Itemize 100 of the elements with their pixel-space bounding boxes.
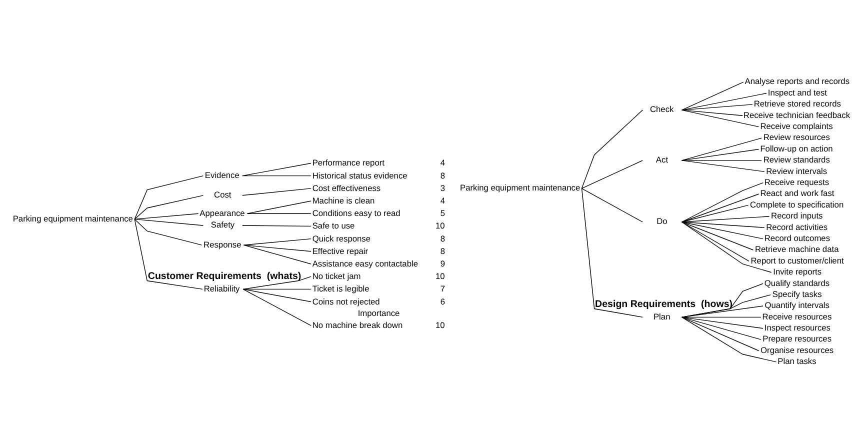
connector: [680, 148, 759, 161]
node-text: Invite reports: [772, 266, 822, 277]
node-text: Safety: [210, 220, 234, 230]
connector: [580, 160, 642, 189]
node-text: Performance report: [312, 158, 384, 168]
node-text: Retrieve stored records: [753, 98, 840, 109]
node-label: 8: [440, 233, 445, 244]
node-text: Plan tasks: [777, 356, 816, 366]
connector: [680, 294, 771, 318]
connector: [680, 222, 772, 273]
connector: [242, 188, 311, 196]
node-label: 4: [440, 196, 445, 206]
connector: [246, 200, 311, 214]
node-text: Do: [656, 216, 667, 226]
connector: [680, 316, 763, 329]
node-label: 7: [440, 284, 445, 294]
node-text: Prepare resources: [762, 334, 832, 344]
node-label: 6: [440, 296, 445, 306]
connector: [242, 225, 311, 227]
connector: [134, 218, 202, 246]
label: Customer Requirements (whats): [147, 271, 301, 282]
node-text: Conditions easy to read: [312, 208, 400, 218]
node-text: Review resources: [762, 132, 830, 142]
node-text: No machine break down: [312, 320, 402, 330]
connector: [680, 222, 764, 228]
connector: [680, 222, 754, 250]
connector: [680, 316, 759, 352]
node-text: Report to customer/client: [750, 255, 844, 266]
node-text: Evidence: [204, 170, 239, 180]
node-text: Review intervals: [766, 166, 827, 176]
node-text: Complete to specification: [750, 199, 844, 210]
connector: [242, 162, 311, 176]
node-text: Parking equipment maintenance: [459, 182, 580, 193]
connector: [134, 218, 204, 226]
node-text: Retrieve machine data: [754, 244, 838, 254]
node-label: 10: [435, 271, 444, 282]
node-text: Follow-up on action: [760, 143, 832, 154]
connector: [242, 288, 311, 290]
node-text: Receive technician feedback: [742, 110, 850, 120]
node-text: Cost: [214, 190, 231, 200]
connector: [680, 160, 764, 172]
connector: [134, 218, 202, 290]
node-text: Record activities: [766, 222, 828, 232]
node-label: 3: [440, 182, 445, 193]
node-text: Historical status evidence: [312, 170, 407, 180]
node-text: Act: [655, 154, 668, 165]
node-text: Check: [649, 104, 674, 114]
connector: [580, 188, 642, 318]
node-text: Plan: [652, 311, 670, 322]
connector: [580, 110, 642, 189]
node-text: Specify tasks: [772, 288, 822, 299]
connector: [680, 306, 763, 318]
node-text: Analyse reports and records: [744, 76, 850, 86]
connector: [242, 288, 311, 326]
node-label: 10: [435, 320, 444, 330]
connector: [242, 244, 311, 264]
connector: [680, 104, 752, 110]
connector: [680, 316, 761, 340]
connector: [680, 92, 766, 110]
connector: [242, 175, 311, 176]
connector: [246, 213, 311, 214]
label: Importance: [357, 308, 400, 318]
node-text: Response: [203, 239, 241, 250]
connector: [680, 138, 762, 161]
connector: [680, 222, 749, 262]
node-text: Machine is clean: [312, 196, 374, 206]
node-text: React and work fast: [760, 188, 834, 198]
node-label: 9: [440, 258, 445, 269]
node-text: Record inputs: [770, 210, 822, 221]
connector: [680, 204, 748, 222]
connector: [134, 213, 198, 220]
connector: [134, 195, 204, 220]
node-text: Reliability: [203, 283, 240, 294]
connector: [680, 194, 759, 222]
connector: [242, 288, 311, 302]
node-text: Receive resources: [762, 311, 832, 322]
node-text: Quantify intervals: [764, 300, 829, 310]
connector: [242, 276, 311, 290]
node-text: Appearance: [199, 208, 244, 218]
node-text: Parking equipment maintenance: [12, 213, 132, 224]
label: Design Requirements (hows): [594, 299, 732, 310]
node-label: 10: [435, 220, 444, 231]
connector: [680, 283, 763, 318]
connector: [134, 175, 204, 220]
node-text: Quick response: [312, 233, 370, 244]
node-text: Assistance easy contactable: [312, 258, 418, 269]
node-text: Receive complaints: [760, 121, 832, 131]
connector: [242, 244, 311, 252]
node-text: Coins not rejected: [312, 296, 380, 306]
node-text: Record outcomes: [764, 232, 830, 243]
node-label: 5: [440, 208, 445, 218]
node-text: Inspect and test: [767, 87, 827, 98]
connector: [680, 110, 759, 128]
connector: [680, 82, 744, 110]
node-text: Cost effectiveness: [312, 182, 380, 193]
connector: [680, 316, 776, 362]
node-text: No ticket jam: [312, 271, 360, 282]
node-label: 8: [440, 246, 445, 256]
node-text: Effective repair: [312, 246, 368, 256]
node-text: Inspect resources: [764, 322, 830, 333]
